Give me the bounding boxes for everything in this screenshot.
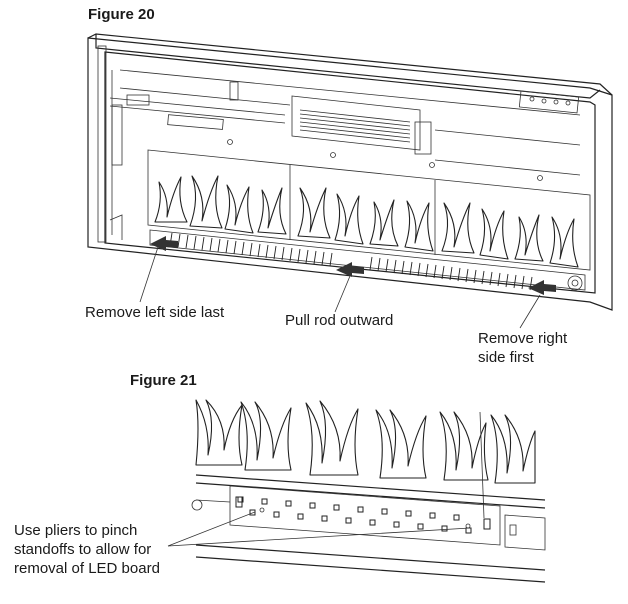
arrow-left-icon bbox=[150, 236, 178, 251]
flame-outline-pattern bbox=[195, 399, 536, 484]
callout-remove-right: Remove right side first bbox=[478, 330, 568, 366]
figure-20-title: Figure 20 bbox=[88, 6, 155, 23]
arrow-center-icon bbox=[336, 262, 364, 277]
flame-pattern bbox=[154, 175, 579, 268]
arrow-right-icon bbox=[528, 280, 556, 295]
heater-vent bbox=[299, 109, 411, 143]
led-board-components bbox=[235, 496, 491, 534]
figure-21-title: Figure 21 bbox=[130, 372, 197, 389]
callout-pull-rod: Pull rod outward bbox=[285, 312, 394, 329]
ember-rod-texture bbox=[169, 232, 533, 291]
callout-remove-left: Remove left side last bbox=[85, 304, 225, 321]
callout-pliers-instruction: Use pliers to pinch standoffs to allow f… bbox=[14, 522, 160, 577]
